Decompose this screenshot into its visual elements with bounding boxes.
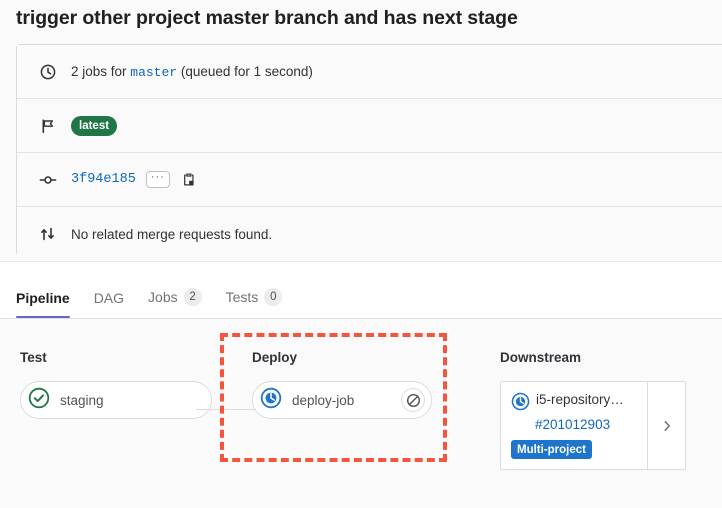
merge-request-icon	[39, 225, 57, 243]
branch-ref-link[interactable]: master	[130, 64, 178, 80]
commit-icon	[39, 171, 57, 189]
chevron-right-icon[interactable]	[647, 382, 685, 469]
stage-downstream: Downstream i5-repository… #201012	[500, 350, 700, 470]
status-badge: latest	[71, 115, 118, 136]
downstream-card-head: i5-repository…	[511, 392, 639, 416]
job-staging[interactable]: staging	[20, 381, 212, 419]
pipeline-tabs: Pipeline DAG Jobs 2 Tests 0	[0, 261, 722, 319]
copy-icon[interactable]	[182, 172, 197, 187]
pipeline-graph: Test staging Deploy	[0, 320, 722, 508]
downstream-pipeline-link[interactable]: #201012903	[535, 417, 611, 432]
tab-dag[interactable]: DAG	[94, 290, 136, 318]
tab-jobs-count: 2	[183, 288, 202, 306]
status-success-icon	[28, 387, 50, 414]
merge-request-row: No related merge requests found.	[17, 207, 722, 261]
stage-connector	[196, 409, 256, 410]
tab-tests-count: 0	[264, 288, 283, 306]
cancel-icon[interactable]	[401, 388, 425, 412]
stage-deploy: Deploy deploy-job	[252, 350, 432, 419]
pipeline-info-card: 2 jobs for master (queued for 1 second) …	[16, 44, 722, 261]
latest-badge-row: latest	[17, 99, 722, 153]
jobs-summary-text: 2 jobs for master (queued for 1 second)	[71, 64, 313, 80]
tab-pipeline-label: Pipeline	[16, 290, 70, 306]
jobs-count-prefix: 2 jobs for	[71, 63, 131, 79]
stage-test: Test staging	[20, 350, 212, 419]
jobs-summary-row: 2 jobs for master (queued for 1 second)	[17, 45, 722, 99]
tab-jobs-label: Jobs	[148, 289, 178, 305]
stage-deploy-title: Deploy	[252, 350, 298, 365]
clock-icon	[39, 63, 57, 81]
tab-tests-label: Tests	[225, 289, 259, 305]
commit-sha-link[interactable]: 3f94e185	[71, 172, 136, 187]
commit-expand-button[interactable]: ···	[145, 171, 170, 188]
status-pending-icon	[260, 387, 282, 414]
status-pending-icon	[511, 392, 530, 416]
downstream-card-body: i5-repository… #201012903 Multi-project	[501, 382, 647, 469]
flag-icon	[39, 117, 57, 135]
downstream-type-badge: Multi-project	[511, 440, 592, 459]
tab-tests[interactable]: Tests 0	[226, 288, 295, 318]
tab-jobs[interactable]: Jobs 2	[148, 288, 214, 318]
page-title: trigger other project master branch and …	[16, 6, 518, 29]
tab-dag-label: DAG	[93, 290, 125, 306]
job-deploy-job[interactable]: deploy-job	[252, 381, 432, 419]
merge-request-text: No related merge requests found.	[71, 226, 273, 242]
downstream-card[interactable]: i5-repository… #201012903 Multi-project	[500, 381, 686, 470]
tab-pipeline[interactable]: Pipeline	[16, 290, 82, 318]
job-deploy-job-label: deploy-job	[292, 392, 355, 408]
jobs-queued-suffix: (queued for 1 second)	[177, 63, 313, 79]
downstream-project-name: i5-repository…	[536, 392, 624, 407]
downstream-title: Downstream	[500, 350, 582, 365]
job-staging-label: staging	[60, 392, 104, 408]
stage-test-title: Test	[20, 350, 47, 365]
commit-row: 3f94e185 ···	[17, 153, 722, 207]
